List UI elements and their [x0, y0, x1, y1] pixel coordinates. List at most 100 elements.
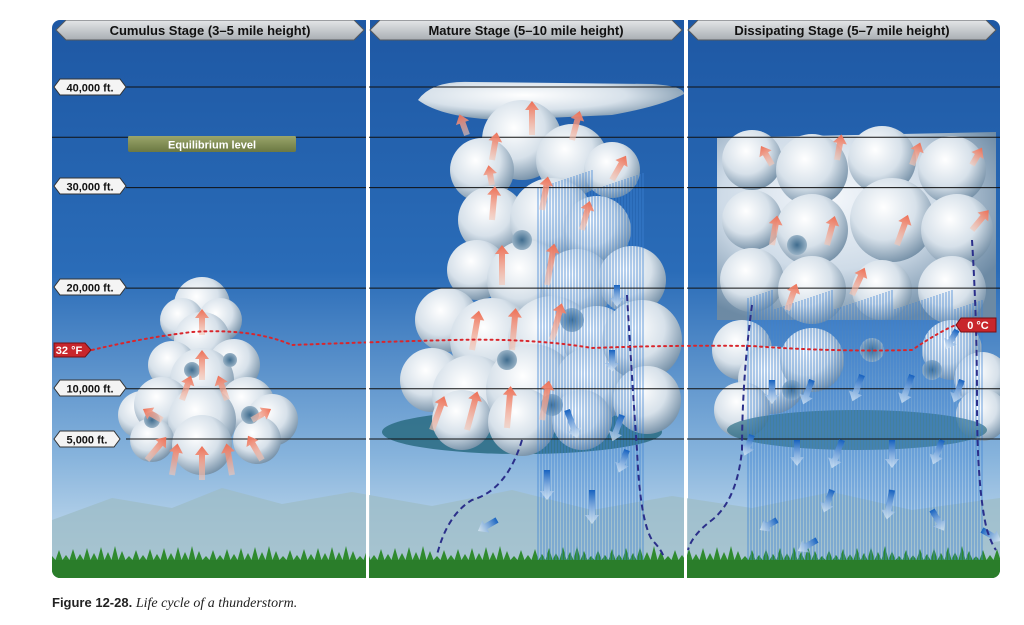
downdraft-arrow-shape: [610, 285, 624, 307]
downdraft-arrow: [881, 489, 896, 520]
updraft-arrow-shape: [549, 303, 567, 341]
cloud-puff: [918, 136, 986, 204]
cloud-puff: [613, 366, 681, 434]
updraft-arrow-shape: [768, 215, 783, 246]
mature-anvil: [418, 81, 684, 120]
cloud-puff: [130, 418, 174, 462]
updraft-arrow-shape: [539, 176, 554, 211]
updraft-arrow-shape: [246, 435, 265, 462]
updraft-arrow: [894, 214, 912, 247]
downdraft-arrow: [608, 413, 625, 442]
updraft-arrow: [488, 132, 503, 161]
downdraft-arrow: [944, 328, 960, 350]
downdraft-arrow-shape: [929, 508, 946, 531]
ground-scenery: [52, 488, 1000, 578]
panel-dividers: [366, 20, 687, 578]
stage-header-cumulus: Cumulus Stage (3–5 mile height): [55, 20, 365, 41]
downdraft-arrow-shape: [944, 328, 960, 350]
cloud-puff: [223, 353, 237, 367]
altitude-label-10000: 10,000 ft.: [53, 379, 127, 397]
updraft-arrow: [487, 186, 502, 221]
downdraft-arrow: [848, 373, 865, 402]
updraft-arrow: [569, 111, 585, 141]
updraft-arrow-shape: [483, 165, 497, 186]
updraft-arrow-shape: [250, 407, 272, 423]
downdraft-arrow: [828, 438, 845, 469]
updraft-arrow: [142, 407, 164, 423]
updraft-arrow: [849, 267, 868, 297]
stage-headers: Cumulus Stage (3–5 mile height) Mature S…: [55, 20, 997, 41]
downdraft-arrow: [740, 433, 755, 456]
updraft-arrow-shape: [609, 155, 628, 182]
downdraft-arrow: [615, 448, 630, 473]
figure-caption: Figure 12-28. Life cycle of a thundersto…: [52, 595, 297, 612]
updraft-arrow: [539, 176, 554, 211]
updraft-arrow-shape: [969, 147, 984, 167]
updraft-arrow: [525, 101, 539, 135]
svg-text:20,000 ft.: 20,000 ft.: [66, 283, 113, 295]
downdraft-arrow-shape: [608, 413, 625, 442]
updraft-arrow-shape: [144, 437, 167, 462]
cloud-puff: [787, 235, 807, 255]
updraft-arrow-shape: [142, 407, 164, 423]
downdraft-arrow-shape: [929, 438, 945, 465]
updraft-arrow-shape: [502, 386, 517, 429]
updraft-arrow: [539, 380, 555, 421]
cloud-puff: [512, 230, 532, 250]
svg-text:40,000 ft.: 40,000 ft.: [66, 83, 113, 95]
updraft-arrow: [759, 145, 775, 167]
figure-number: Figure 12-28.: [52, 595, 133, 610]
downdraft-arrow: [885, 440, 899, 468]
updraft-arrow: [824, 216, 840, 246]
updraft-arrow-shape: [495, 245, 509, 285]
cloud-puff: [848, 126, 916, 194]
thunderstorm-diagram: Cumulus Stage (3–5 mile height) Mature S…: [52, 20, 1000, 578]
cloud-puff: [921, 194, 993, 266]
freezing-badge-right: 0 °C: [955, 317, 997, 333]
outflow-line: [626, 294, 665, 559]
downdraft-arrow-shape: [799, 378, 815, 405]
svg-text:10,000 ft.: 10,000 ft.: [66, 384, 113, 396]
updraft-arrow: [544, 243, 560, 286]
cloud-puff: [852, 260, 912, 320]
updraft-arrow-shape: [169, 443, 183, 476]
freezing-badge-left: 32 °F: [53, 342, 92, 358]
updraft-arrow: [429, 396, 448, 432]
updraft-arrow-shape: [894, 214, 912, 247]
downdraft-arrow-shape: [820, 488, 835, 513]
downdraft-arrow: [540, 470, 554, 500]
cloud-puff: [552, 390, 612, 450]
updraft-arrow: [455, 114, 470, 137]
altitude-label-5000: 5,000 ft.: [53, 430, 121, 448]
tree-base: [52, 560, 1000, 578]
downdraft-arrow-shape: [885, 440, 899, 468]
downdraft-arrow-shape: [759, 517, 779, 532]
updraft-arrow-shape: [195, 446, 209, 480]
downdraft-arrow-shape: [765, 380, 779, 404]
downdraft-arrow: [605, 350, 619, 372]
altitude-labels: 40,000 ft. 30,000 ft. 20,000 ft. 10,000 …: [53, 78, 127, 448]
cloud-puff: [560, 308, 584, 332]
updraft-arrow-shape: [195, 309, 209, 335]
updraft-arrow-shape: [488, 132, 503, 161]
updraft-arrow-shape: [487, 186, 502, 221]
downdraft-arrow: [790, 440, 804, 466]
downdraft-arrow: [898, 373, 915, 404]
rain-shafts: [537, 170, 983, 560]
downdraft-arrow: [929, 438, 945, 465]
downdraft-arrow-shape: [828, 438, 845, 469]
updraft-arrow: [214, 375, 230, 402]
stage-title: Cumulus Stage (3–5 mile height): [110, 23, 311, 38]
downdraft-arrow: [797, 537, 819, 553]
equilibrium-level-label: Equilibrium level: [128, 136, 296, 152]
altitude-label-20000: 20,000 ft.: [53, 278, 127, 296]
updraft-arrow: [784, 283, 801, 312]
downdraft-arrow: [564, 408, 581, 439]
downdraft-arrow: [759, 517, 779, 532]
downdraft-arrow: [820, 488, 835, 513]
downdraft-arrow-shape: [564, 408, 581, 439]
updraft-arrow: [609, 155, 628, 182]
downdraft-arrow-shape: [585, 490, 599, 524]
svg-text:Equilibrium level: Equilibrium level: [168, 140, 256, 152]
updraft-arrow-shape: [525, 101, 539, 135]
